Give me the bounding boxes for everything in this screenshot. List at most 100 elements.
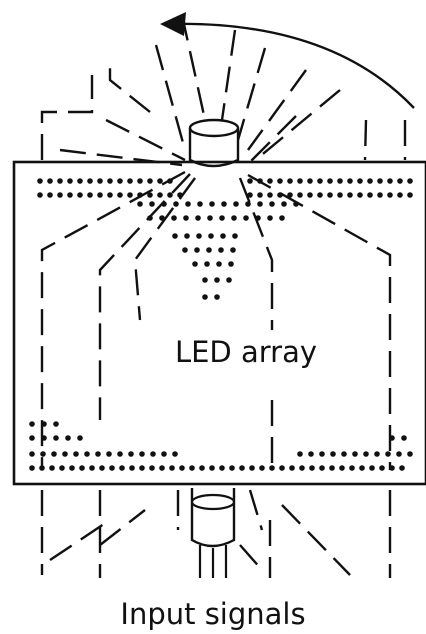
led-dot — [189, 465, 195, 471]
led-dot — [184, 233, 190, 239]
led-dot — [47, 178, 53, 184]
led-dot — [77, 178, 83, 184]
led-dot — [41, 435, 47, 441]
led-dot — [319, 465, 325, 471]
inner-trace-lines — [40, 170, 392, 470]
led-dot — [308, 451, 314, 457]
led-dot — [139, 451, 145, 457]
led-dot — [77, 192, 83, 198]
led-dot — [293, 201, 299, 207]
led-dot — [228, 261, 234, 267]
led-dot — [57, 178, 63, 184]
led-dot — [179, 465, 185, 471]
led-dot — [337, 192, 343, 198]
led-dot — [327, 178, 333, 184]
led-dot — [49, 465, 55, 471]
led-dot — [339, 465, 345, 471]
led-dot — [69, 465, 75, 471]
led-dot — [206, 247, 212, 253]
led-dot — [389, 435, 395, 441]
led-dot — [387, 192, 393, 198]
led-dot — [287, 192, 293, 198]
led-dot — [363, 451, 369, 457]
led-dot — [249, 465, 255, 471]
led-dot — [202, 294, 208, 300]
led-dot — [347, 178, 353, 184]
led-dot — [209, 465, 215, 471]
led-dot — [197, 201, 203, 207]
led-dot — [297, 451, 303, 457]
led-dot — [167, 178, 173, 184]
led-dot — [47, 192, 53, 198]
led-dot — [147, 215, 153, 221]
led-dot — [182, 247, 188, 253]
led-dot — [257, 178, 263, 184]
led-dot — [216, 261, 222, 267]
led-dot — [367, 178, 373, 184]
led-dot — [377, 192, 383, 198]
led-dot — [147, 192, 153, 198]
led-dot — [53, 435, 59, 441]
led-dot — [37, 192, 43, 198]
led-dot — [161, 201, 167, 207]
led-dot — [127, 178, 133, 184]
led-dot — [59, 465, 65, 471]
led-dot — [219, 465, 225, 471]
led-dot — [407, 192, 413, 198]
led-dot — [67, 178, 73, 184]
led-dot — [192, 261, 198, 267]
led-dot — [119, 465, 125, 471]
led-dot — [173, 201, 179, 207]
led-dot — [407, 451, 413, 457]
led-dot — [239, 465, 245, 471]
led-dot — [347, 192, 353, 198]
led-dot — [229, 465, 235, 471]
led-dot — [208, 233, 214, 239]
rotation-arrow — [160, 12, 415, 109]
led-dot — [37, 178, 43, 184]
led-dot — [87, 178, 93, 184]
led-dot — [157, 192, 163, 198]
led-dot — [139, 465, 145, 471]
led-dot — [219, 215, 225, 221]
input-signals-label: Input signals — [120, 597, 305, 631]
led-dot — [77, 435, 83, 441]
led-dot — [257, 201, 263, 207]
led-dot — [39, 465, 45, 471]
led-dot — [267, 192, 273, 198]
led-dot — [231, 215, 237, 221]
led-dot — [220, 233, 226, 239]
led-dot — [230, 247, 236, 253]
led-dot — [349, 465, 355, 471]
led-dot — [307, 178, 313, 184]
led-dot — [214, 294, 220, 300]
led-dot — [397, 178, 403, 184]
led-dot — [172, 451, 178, 457]
led-dot-matrix — [29, 178, 413, 471]
led-dot — [357, 192, 363, 198]
led-dot — [117, 192, 123, 198]
led-dot — [202, 277, 208, 283]
led-dot — [73, 451, 79, 457]
led-dot — [57, 192, 63, 198]
led-dot — [204, 261, 210, 267]
led-dot — [157, 178, 163, 184]
led-dot — [137, 178, 143, 184]
led-dot — [297, 178, 303, 184]
led-dot — [277, 192, 283, 198]
led-dot — [329, 465, 335, 471]
led-dot — [106, 451, 112, 457]
led-dot — [194, 247, 200, 253]
led-dot — [97, 192, 103, 198]
led-dot — [127, 192, 133, 198]
led-dot — [62, 451, 68, 457]
led-dot — [289, 465, 295, 471]
led-dot — [129, 465, 135, 471]
led-dot — [377, 178, 383, 184]
led-dot — [337, 178, 343, 184]
led-dot — [269, 465, 275, 471]
led-dot — [281, 201, 287, 207]
led-dot — [379, 465, 385, 471]
led-dot — [357, 178, 363, 184]
